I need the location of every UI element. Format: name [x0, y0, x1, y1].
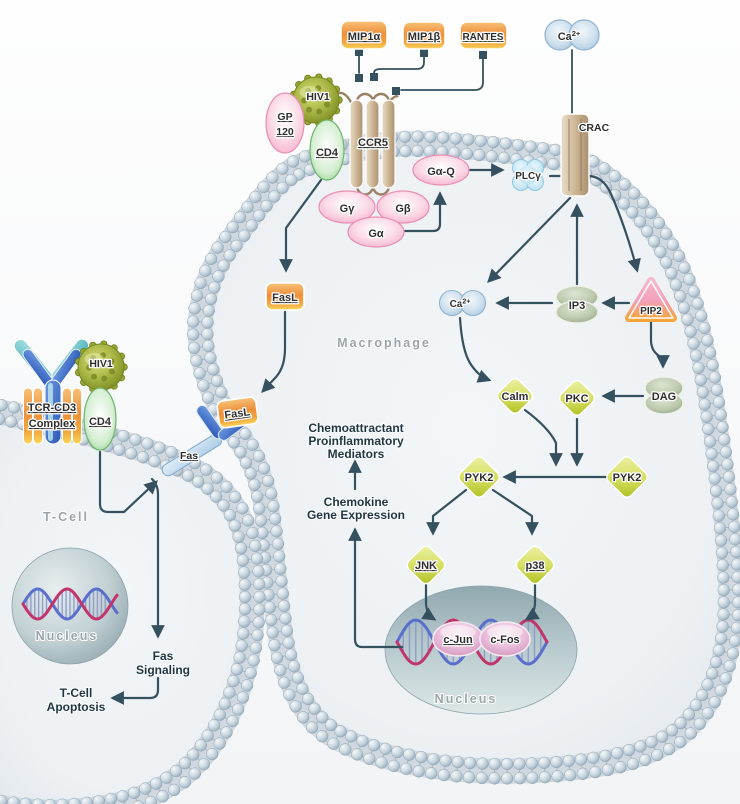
- gp120-label-line2: 120: [276, 126, 294, 138]
- macrophage-cytoplasm: [200, 143, 732, 772]
- chemoattractant-text-3: Mediators: [328, 447, 385, 461]
- pip2-node: PIP2: [625, 277, 677, 322]
- arrow-cd4-to-fasl: [279, 178, 323, 273]
- calm-label: Calm: [502, 391, 529, 403]
- arrow-pip2-to-dag: [649, 318, 670, 369]
- tcr-cd3-complex: TCR-CD3 Complex: [13, 338, 90, 445]
- hiv1-virus-tcell: [74, 340, 128, 394]
- fasl-membrane-node: FasL: [216, 396, 259, 429]
- gp120-node: GP 120: [265, 92, 305, 154]
- line-mip1b-plug: [373, 56, 425, 74]
- calcium-extracellular: Ca2+: [544, 19, 600, 51]
- hiv1-virus-macrophage: [289, 73, 343, 127]
- ip3-label: IP3: [569, 300, 586, 312]
- dag-node: DAG: [644, 376, 684, 415]
- chemokine-text-1: Chemokine: [324, 495, 389, 509]
- arrow-cd4t-to-fas: [98, 450, 158, 514]
- crac-label: CRAC: [579, 122, 610, 134]
- arrow-fasl-to-membrane: [261, 310, 287, 393]
- fas-signaling-text-1: Fas: [153, 649, 174, 663]
- cd4-tcell-label: CD4: [89, 416, 112, 428]
- g-alpha-label: Gα: [368, 228, 384, 240]
- arrow-galpha-to-galphaq: [403, 191, 447, 233]
- cd4-macrophage: CD4: [309, 119, 345, 181]
- pyk2-b-label: PYK2: [613, 472, 642, 484]
- arrow-dna-to-chemokine: [348, 527, 404, 649]
- tcell-membrane: [0, 399, 265, 804]
- dag-label: DAG: [652, 391, 676, 403]
- arrow-calm-down: [523, 408, 563, 467]
- g-beta-label: Gβ: [395, 203, 411, 215]
- arrow-ca-to-calm: [458, 316, 492, 383]
- mip1a-node: [340, 20, 388, 50]
- tcell-nucleus-label: Nucleus: [36, 629, 99, 643]
- fasl-membrane-label: FasL: [224, 406, 251, 421]
- chemoattractant-text-2: Proinflammatory: [308, 434, 404, 448]
- mip1b-node: [402, 21, 446, 50]
- apoptosis-text-1: T-Cell: [60, 686, 93, 700]
- g-alpha-q-label: Gα-Q: [427, 166, 455, 178]
- arrow-pyk2-to-jnk: [426, 488, 468, 536]
- c-fos-label: c-Fos: [490, 634, 519, 646]
- arrow-crac-to-ca: [487, 196, 572, 283]
- tcell-nucleus: Nucleus: [11, 547, 129, 665]
- macrophage-nucleus: Nucleus: [384, 585, 578, 715]
- arrow-pyk2-to-p38: [491, 488, 539, 536]
- chemoattractant-text-1: Chemoattractant: [308, 421, 403, 435]
- g-protein-complex: Gγ Gβ Gα Gα-Q: [318, 154, 470, 248]
- kinase-nodes: Calm PKC PYK2 PYK2 JNK p38: [406, 377, 648, 585]
- macrophage-label: Macrophage: [337, 336, 431, 350]
- g-gamma-label: Gγ: [340, 203, 356, 215]
- crac-channel: CRAC: [560, 113, 611, 197]
- fasl-upper-node: [265, 282, 305, 311]
- output-texts: Chemoattractant Proinflammatory Mediator…: [46, 420, 406, 715]
- arrow-p38-to-cfos: [524, 582, 540, 621]
- fas-signaling-text-2: Signaling: [136, 663, 190, 677]
- jnk-label: JNK: [415, 560, 437, 572]
- plc-gamma-node: PLCγ: [512, 159, 544, 191]
- fas-label: Fas: [180, 450, 198, 462]
- hiv1-tcell-label: HIV1: [89, 358, 113, 370]
- tcr-cd3-label-line1: TCR-CD3: [28, 402, 76, 414]
- rantes-label: RANTES: [462, 32, 503, 43]
- tcr-cd3-label-line2: Complex: [29, 418, 76, 430]
- gp120-label-line1: GP: [277, 111, 292, 123]
- mip1a-label: MIP1α: [348, 31, 381, 43]
- mip1b-label: MIP1β: [408, 31, 441, 43]
- pkc-label: PKC: [565, 393, 588, 405]
- p38-label: p38: [526, 560, 545, 572]
- tcell-label: T-Cell: [43, 510, 89, 524]
- arrow-plc-to-pip2: [548, 174, 641, 273]
- cd4-macrophage-label: CD4: [316, 147, 339, 159]
- calcium-int-label: Ca2+: [450, 299, 471, 311]
- cd4-tcell: CD4: [83, 387, 117, 451]
- ccr5-label: CCR5: [358, 137, 388, 149]
- pyk2-a-label: PYK2: [465, 472, 494, 484]
- apoptosis-text-2: Apoptosis: [47, 700, 106, 714]
- line-rantes-plug: [400, 58, 484, 91]
- plc-gamma-label: PLCγ: [515, 171, 541, 182]
- chemokine-text-2: Gene Expression: [307, 508, 405, 522]
- c-jun-label: c-Jun: [443, 634, 473, 646]
- pip2-label: PIP2: [640, 306, 662, 317]
- macrophage-nucleus-label: Nucleus: [435, 692, 498, 706]
- fasl-upper-label: FasL: [272, 292, 298, 304]
- arrow-jnk-to-cjun: [421, 582, 437, 621]
- ip3-node: IP3: [555, 285, 599, 324]
- arrow-to-apoptosis: [110, 676, 160, 705]
- chemokine-ligands: MIP1α MIP1β RANTES: [340, 20, 508, 50]
- hiv1-macrophage-label: HIV1: [306, 91, 330, 103]
- dna-helix-tcell: [21, 587, 119, 621]
- calcium-intracellular: Ca2+: [438, 289, 487, 317]
- calcium-ext-label: Ca2+: [558, 29, 581, 43]
- rantes-node: [459, 21, 508, 50]
- transcription-factors: c-Jun c-Fos: [432, 621, 531, 657]
- arrow-fas-signaling: [150, 477, 165, 639]
